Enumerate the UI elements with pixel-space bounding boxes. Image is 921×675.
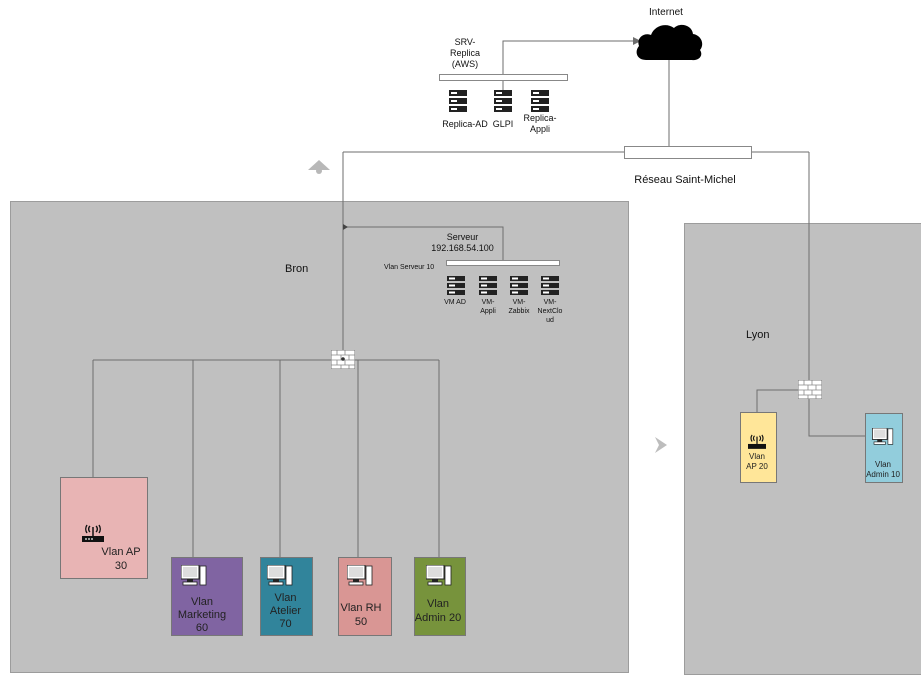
bron-vlan-serveur-label: Vlan Serveur 10 xyxy=(384,264,435,271)
bron-server-bus xyxy=(446,260,560,266)
srv-replica-title-3: (AWS) xyxy=(451,59,479,69)
vm-zabbix-label-1: VM- xyxy=(512,299,526,306)
vm-nextcloud-label-1: VM- xyxy=(543,299,557,306)
wifi-router-icon xyxy=(82,524,104,542)
vm-ad-label: VM AD xyxy=(444,299,466,306)
triangle-marker-icon xyxy=(308,160,330,174)
srv-replica-bus xyxy=(439,74,568,81)
reseau-label: Réseau Saint-Michel xyxy=(634,174,736,186)
vlan-ap-bron-label-2: 30 xyxy=(114,560,128,572)
srv-replica-title-2: Replica xyxy=(449,48,480,58)
vlan-marketing-label-1: Vlan xyxy=(190,596,214,608)
vlan-marketing-label-2: Marketing xyxy=(177,609,227,621)
server-icon xyxy=(479,276,497,295)
vlan-admin-bron-label-1: Vlan xyxy=(426,598,450,610)
computer-icon xyxy=(426,565,452,586)
server-label-replica-appli-1: Replica- xyxy=(523,113,557,123)
vlan-rh-label-2: 50 xyxy=(354,616,368,628)
lyon-label: Lyon xyxy=(746,329,770,341)
chevron-right-icon xyxy=(655,437,667,453)
vlan-ap-lyon-label-1: Vlan xyxy=(748,452,765,461)
vlan-atelier-label-2: Atelier xyxy=(269,605,302,617)
vlan-ap-lyon-label-2: AP 20 xyxy=(746,462,768,471)
internet-label: Internet xyxy=(649,7,683,18)
vm-appli-label-2: Appli xyxy=(480,308,496,315)
server-icon xyxy=(541,276,559,295)
vlan-atelier-label-1: Vlan xyxy=(274,592,297,604)
server-icon xyxy=(447,276,465,295)
vlan-rh-label-1: Vlan RH xyxy=(340,602,382,614)
bron-label: Bron xyxy=(285,263,309,275)
arrowhead xyxy=(633,37,641,45)
firewall-icon xyxy=(331,350,355,369)
vlan-ap-bron xyxy=(60,477,148,579)
computer-icon xyxy=(347,565,373,586)
bron-server-title: Serveur xyxy=(446,232,479,242)
computer-icon xyxy=(872,428,894,445)
firewall-icon xyxy=(798,380,822,399)
server-label-glpi: GLPI xyxy=(492,119,514,129)
vm-nextcloud-label-3: ud xyxy=(546,317,554,324)
server-icon xyxy=(531,90,549,112)
vm-zabbix-label-2: Zabbix xyxy=(508,308,530,315)
srv-replica-title-1: SRV- xyxy=(454,37,476,47)
computer-icon xyxy=(181,565,207,586)
vlan-admin-lyon-label-2: Admin 10 xyxy=(866,470,900,479)
vlan-atelier-label-3: 70 xyxy=(279,618,292,630)
bron-server-ip: 192.168.54.100 xyxy=(431,243,494,253)
vlan-admin-lyon xyxy=(865,413,903,483)
vlan-admin-lyon-label-1: Vlan xyxy=(874,460,891,469)
vm-appli-label-1: VM- xyxy=(481,299,495,306)
vlan-marketing-label-3: 60 xyxy=(195,622,209,634)
vlan-ap-bron-label-1: Vlan AP xyxy=(101,546,141,558)
server-icon xyxy=(510,276,528,295)
computer-icon xyxy=(267,565,293,586)
server-label-replica-appli-2: Appli xyxy=(529,124,550,134)
vlan-admin-bron-label-2: Admin 20 xyxy=(414,612,462,624)
wifi-router-icon xyxy=(748,434,766,449)
server-label-replica-ad: Replica-AD xyxy=(442,119,488,129)
server-icon xyxy=(494,90,512,112)
reseau-bus xyxy=(624,146,752,159)
cloud-icon xyxy=(636,24,703,61)
server-icon xyxy=(449,90,467,112)
vm-nextcloud-label-2: NextClo xyxy=(537,308,563,315)
